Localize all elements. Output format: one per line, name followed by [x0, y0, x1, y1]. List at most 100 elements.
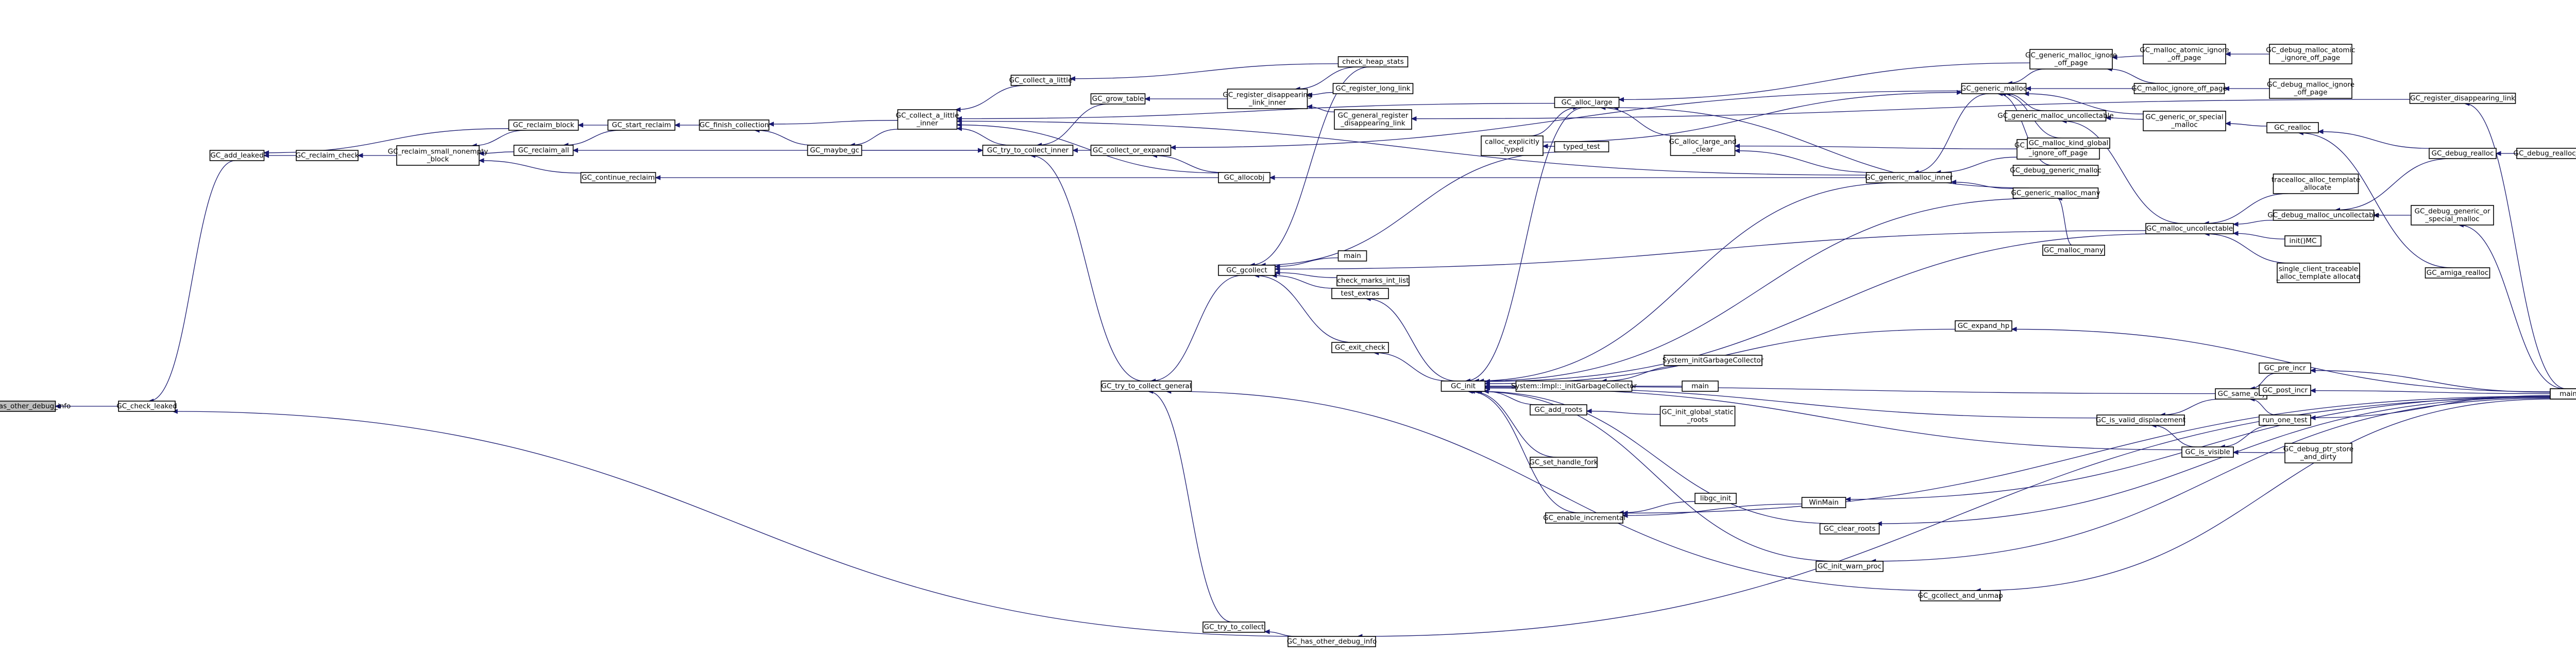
graph-node[interactable]: GC_debug_malloc_ignore_off_page [2267, 78, 2354, 99]
graph-node[interactable]: GC_reclaim_block [508, 119, 579, 131]
graph-node[interactable]: GC_generic_malloc [1961, 83, 2027, 94]
call-edge [478, 151, 514, 156]
graph-node[interactable]: single_client_traceable_alloc_template a… [2276, 263, 2361, 283]
graph-node[interactable]: calloc_explicitly_typed [1481, 135, 1544, 156]
graph-node[interactable]: init()MC [2284, 235, 2321, 247]
graph-node[interactable]: tracealloc_alloc_template_allocate [2272, 174, 2360, 194]
graph-node[interactable]: GC_try_to_collect_inner [982, 145, 1074, 156]
graph-node[interactable]: GC_same_obj [2215, 388, 2267, 400]
graph-node[interactable]: GC_generic_or_special_malloc [2143, 111, 2226, 131]
graph-node[interactable]: check_heap_stats [1337, 56, 1409, 67]
graph-node[interactable]: GC_finish_collection [699, 119, 770, 131]
graph-node[interactable]: GC_malloc_ignore_off_page [2131, 83, 2227, 94]
node-label: _allocate [2300, 184, 2331, 192]
graph-node[interactable]: GC_reclaim_check [296, 150, 359, 161]
graph-node[interactable]: GC_is_valid_displacement [2096, 414, 2185, 426]
graph-node[interactable]: GC_allocobj [1218, 172, 1270, 183]
graph-node[interactable]: GC_malloc_atomic_ignore_off_page [2140, 44, 2229, 64]
graph-node[interactable]: GC_collect_or_expand [1090, 145, 1172, 156]
graph-node[interactable]: GC_generic_malloc_many [2011, 187, 2100, 199]
graph-node[interactable]: GC_grow_table [1090, 93, 1146, 105]
graph-node[interactable]: GC_add_roots [1530, 404, 1587, 416]
graph-node[interactable]: GC_add_leaked [209, 150, 265, 161]
graph-node[interactable]: GC_post_incr [2259, 385, 2311, 396]
graph-node[interactable]: GC_collect_a_little_inner [896, 109, 959, 130]
graph-node[interactable]: run_one_test [2259, 414, 2311, 426]
graph-node[interactable]: main [1682, 381, 1719, 392]
graph-node[interactable]: libgc_init [1694, 493, 1737, 504]
node-box [1100, 381, 1192, 392]
graph-node[interactable]: GC_register_long_link [1332, 83, 1414, 94]
node-label: _alloc_template allocate [2276, 273, 2361, 281]
graph-node[interactable]: check_marks_int_list [1336, 275, 1410, 286]
graph-node[interactable]: GC_general_register_disappearing_link [1334, 109, 1412, 130]
call-edge [1935, 157, 2018, 175]
edge-arrowhead [1307, 92, 1312, 98]
call-edge [2160, 399, 2222, 418]
graph-node[interactable]: GC_debug_ptr_store_and_dirty [2283, 443, 2353, 463]
graph-node[interactable]: GC_alloc_large_and_clear [1669, 135, 1737, 156]
node-label: main [2560, 390, 2576, 398]
graph-node[interactable]: GC_exit_check [1331, 342, 1389, 353]
graph-node[interactable]: GC_debug_generic_or_special_malloc [2411, 205, 2494, 226]
graph-node[interactable]: GC_register_disappearing_link_inner [1223, 89, 1312, 109]
node-box [1819, 523, 1880, 534]
node-label: GC_alloc_large [1561, 98, 1612, 107]
graph-node[interactable]: GC_register_disappearing_link [2409, 93, 2516, 104]
graph-node[interactable]: GC_debug_generic_malloc [2010, 165, 2102, 176]
graph-node[interactable]: GC_gcollect_and_unmap [1918, 590, 2003, 601]
graph-node[interactable]: GC_continue_reclaim [580, 172, 656, 183]
graph-node[interactable]: GC_expand_hp [1955, 320, 2012, 332]
graph-node[interactable]: GC_init_warn_proc [1816, 561, 1884, 572]
graph-node[interactable]: GC_malloc_kind_global [2027, 137, 2110, 149]
graph-node[interactable]: GC_debug_malloc_atomic_ignore_off_page [2266, 44, 2355, 64]
graph-node[interactable]: GC_try_to_collect_general [1100, 381, 1192, 392]
graph-node[interactable]: GC_amiga_realloc [2425, 267, 2490, 279]
graph-node[interactable]: GC_malloc_uncollectable [2145, 223, 2234, 234]
node-label: GC_try_to_collect_inner [987, 146, 1069, 154]
graph-node[interactable]: System_initGarbageCollector [1663, 355, 1764, 366]
graph-node[interactable]: GC_init_global_static_roots [1659, 406, 1736, 426]
graph-node[interactable]: GC_generic_malloc_uncollectable [1997, 110, 2114, 122]
edge-line [2057, 198, 2073, 246]
graph-node[interactable]: GC_pre_incr [2259, 362, 2311, 374]
graph-node[interactable]: GC_has_other_debug_info [1287, 636, 1377, 647]
graph-node[interactable]: test_extras [1331, 288, 1389, 299]
graph-node[interactable]: GC_start_reclaim [607, 119, 675, 131]
graph-node[interactable]: GC_reclaim_all [513, 145, 574, 156]
graph-node[interactable]: GC_enable_incremental [1543, 512, 1625, 524]
graph-node[interactable]: GC_init [1440, 381, 1486, 392]
graph-node[interactable]: GC_debug_malloc_uncollectable [2267, 210, 2380, 221]
graph-node[interactable]: GC_collect_a_little [1009, 75, 1073, 86]
call-edge [2232, 220, 2274, 227]
graph-node[interactable]: GC_check_leaked [116, 401, 177, 412]
node-box [2269, 44, 2352, 64]
graph-node[interactable]: main [1337, 250, 1367, 262]
graph-node[interactable]: GC_realloc [2266, 122, 2319, 133]
node-box [2145, 223, 2234, 234]
graph-node[interactable]: System::Impl::_initGarbageCollector [1511, 381, 1637, 392]
graph-node[interactable]: GC_set_handle_fork [1529, 457, 1598, 468]
graph-node[interactable]: GC_malloc_many [2042, 245, 2105, 256]
graph-node[interactable]: GC_try_to_collect [1202, 621, 1265, 633]
graph-node[interactable]: GC_alloc_large [1554, 97, 1620, 108]
node-label: _disappearing_link [1340, 119, 1405, 128]
graph-node[interactable]: GC_debug_realloc [2429, 148, 2497, 159]
graph-node[interactable]: GC_is_visible [2181, 446, 2234, 458]
edge-line [173, 411, 1306, 637]
graph-node[interactable]: GC_has_other_debug_info [0, 401, 71, 412]
graph-node[interactable]: GC_generic_malloc_ignore_off_page [2025, 49, 2117, 70]
graph-node[interactable]: GC_maybe_gc [807, 145, 862, 156]
node-label: GC_malloc_atomic_ignore [2140, 46, 2229, 55]
graph-node[interactable]: GC_debug_realloc_replacement [2514, 148, 2576, 159]
edge-line [1601, 365, 1686, 382]
node-box [2259, 385, 2311, 396]
graph-node[interactable]: GC_reclaim_small_nonempty_block [388, 145, 488, 166]
graph-node[interactable]: GC_gcollect [1218, 265, 1276, 276]
graph-node[interactable]: typed_test [1554, 141, 1609, 152]
graph-node[interactable]: GC_clear_roots [1819, 523, 1880, 534]
graph-node[interactable]: main [2550, 388, 2576, 400]
graph-node[interactable]: WinMain [1801, 497, 1846, 508]
node-box [2042, 245, 2105, 256]
graph-node[interactable]: GC_generic_malloc_inner [1865, 172, 1953, 183]
